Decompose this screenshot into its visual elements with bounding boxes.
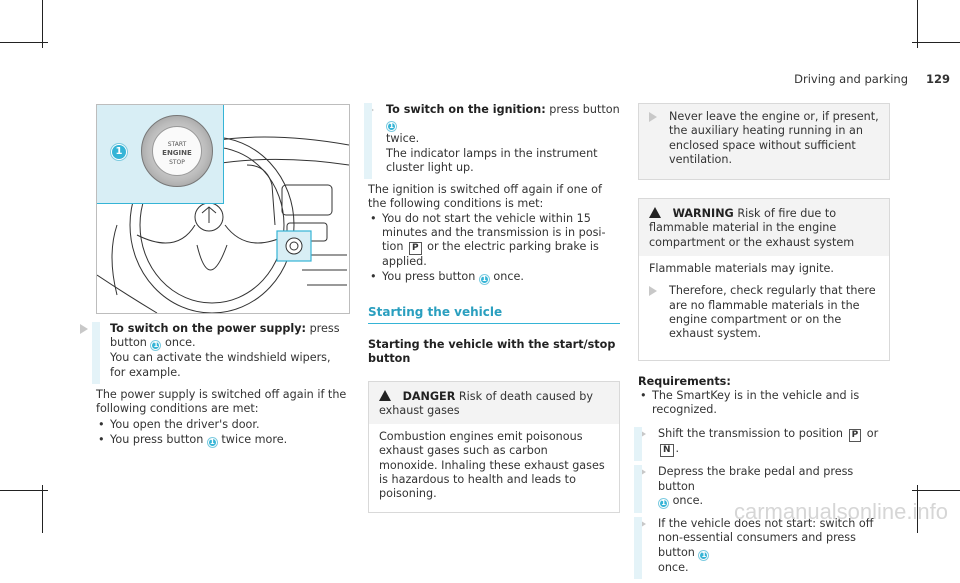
callout-1-icon: 1 [658, 498, 669, 510]
step-not-start: If the vehicle does not start: switch of… [634, 517, 890, 579]
crop-mark [912, 490, 960, 491]
step-text: Never leave the engine or, if present, t… [669, 110, 879, 166]
warning-triangle-icon [379, 389, 391, 401]
step-bar [634, 517, 642, 579]
list-item: You press button 1 twice more. [96, 433, 348, 448]
crop-mark [0, 42, 48, 43]
header-section: Driving and parking [794, 72, 908, 86]
step-text: press button [549, 103, 620, 116]
warning-body: Flammable materials may ignite. Therefor… [639, 256, 889, 360]
callout-1-icon: 1 [478, 273, 490, 285]
step-shift: Shift the transmission to position P or … [634, 427, 890, 462]
step-bar [634, 465, 642, 514]
requirements-title: Requirements: [638, 374, 731, 388]
step-arrow-icon [649, 112, 657, 122]
callout-1-icon: 1 [386, 121, 397, 133]
step-power-supply: To switch on the power supply: press but… [80, 322, 348, 384]
gear-p-icon: P [409, 242, 422, 256]
step-arrow-icon [649, 286, 657, 297]
callout-1-icon: 1 [150, 340, 162, 352]
warning-label: WARNING [672, 207, 734, 221]
list-item: You do not start the vehicle within 15 m… [368, 212, 620, 270]
list-item: You press button 1 once. [368, 270, 620, 285]
right-column: Never leave the engine or, if present, t… [634, 103, 890, 583]
step-note: The indicator lamps in the instrument cl… [386, 146, 598, 174]
step-note: You can activate the windshield wipers, … [110, 351, 331, 379]
watermark: carmanualsonline.info [733, 499, 948, 524]
step-brake: Depress the brake pedal and press button… [634, 465, 890, 514]
conditions-paragraph: The ignition is switched off again if on… [368, 183, 602, 211]
step-check: Therefore, check regularly that there ar… [649, 284, 879, 341]
danger-title: Risk of death caused by exhaust gases [379, 389, 594, 417]
danger-box: DANGER Risk of death caused by exhaust g… [368, 380, 620, 513]
step-bar [92, 322, 100, 384]
step-text: press button [110, 322, 340, 350]
crop-mark [912, 42, 960, 43]
step-arrow-icon [80, 324, 88, 334]
crop-mark [917, 0, 918, 48]
button-text-stop: STOP [169, 159, 185, 166]
callout-inset: 1 START ENGINE STOP [97, 105, 224, 204]
gear-p-icon: P [848, 429, 862, 443]
page-number: 129 [925, 72, 950, 86]
conditions-list: You do not start the vehicle within 15 m… [368, 212, 620, 285]
callout-1-icon: 1 [206, 436, 218, 448]
gear-n-icon: N [660, 444, 674, 458]
step-bar [364, 103, 372, 180]
step-arrow-icon [638, 519, 646, 530]
crop-mark [0, 490, 48, 491]
danger-label: DANGER [402, 389, 456, 403]
dashboard-illustration: 1 START ENGINE STOP [96, 104, 350, 314]
warning-title: Risk of fire due to flammable material i… [649, 207, 855, 249]
notice-box: Never leave the engine or, if present, t… [638, 103, 890, 181]
conditions-paragraph: The power supply is switched off again i… [96, 387, 347, 416]
warning-text: Flammable materials may ignite. [649, 262, 834, 276]
step-arrow-icon [638, 467, 646, 478]
list-item: You open the driver's door. [96, 418, 348, 433]
requirements-list: The SmartKey is in the vehicle and is re… [638, 389, 890, 418]
crop-mark [42, 0, 43, 48]
crop-mark [42, 485, 43, 533]
warning-triangle-icon [649, 207, 661, 219]
warning-box: WARNING Risk of fire due to flammable ma… [638, 198, 890, 361]
button-text-start: START [167, 141, 187, 148]
step-text: twice. [386, 132, 420, 146]
conditions-list: You open the driver's door. You press bu… [96, 418, 348, 448]
step-text: Therefore, check regularly that there ar… [669, 284, 876, 341]
step-never-leave: Never leave the engine or, if present, t… [649, 110, 879, 167]
callout-1-icon: 1 [698, 549, 710, 561]
button-text-engine: ENGINE [162, 149, 192, 157]
middle-column: To switch on the ignition: press button … [364, 103, 620, 513]
list-item: The SmartKey is in the vehicle and is re… [638, 389, 890, 418]
step-title: To switch on the power supply: [110, 322, 307, 335]
step-arrow-icon [638, 429, 646, 440]
steering-wheel-illustration [97, 136, 349, 313]
start-stop-button: START ENGINE STOP [141, 115, 213, 187]
step-ignition: To switch on the ignition: press button … [364, 103, 620, 180]
step-text: once. [165, 336, 196, 350]
crop-mark [917, 485, 918, 533]
subsection-title: Starting the vehicle with the start/stop… [368, 337, 616, 366]
step-title: To switch on the ignition: [386, 103, 546, 116]
callout-number: 1 [110, 143, 128, 161]
step-bar [634, 427, 642, 462]
left-column: To switch on the power supply: press but… [80, 322, 348, 448]
danger-body: Combustion engines emit poisonous exhaus… [369, 424, 619, 512]
section-title: Starting the vehicle [368, 305, 620, 324]
